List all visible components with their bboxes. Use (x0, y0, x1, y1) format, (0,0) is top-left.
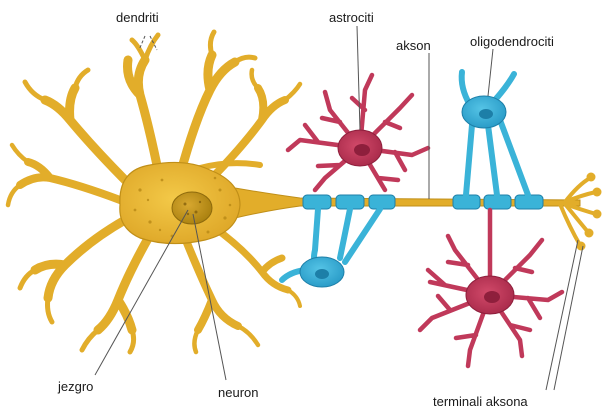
label-akson: akson (396, 39, 431, 52)
label-terminali-aksona: terminali aksona (433, 395, 528, 408)
astrocyte-upper (288, 75, 428, 190)
axon (235, 173, 602, 251)
label-neuron: neuron (218, 386, 258, 399)
oligodendrocyte-upper (462, 72, 528, 195)
nucleus (172, 192, 212, 224)
label-oligodendrociti: oligodendrociti (470, 35, 554, 48)
label-dendriti: dendriti (116, 11, 159, 24)
oligodendrocyte-lower (282, 209, 380, 287)
label-jezgro: jezgro (58, 380, 93, 393)
astrocyte-lower (420, 210, 562, 366)
label-astrociti: astrociti (329, 11, 374, 24)
